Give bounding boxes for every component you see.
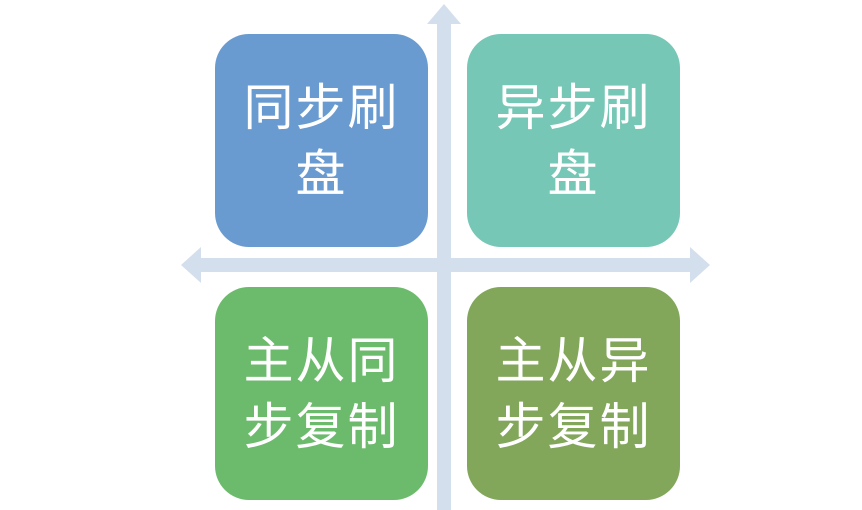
quadrant-label: 主从同步复制 (243, 331, 400, 456)
arrow-left-icon (181, 247, 201, 283)
quadrant-master-slave-sync-replication: 主从同步复制 (215, 287, 428, 500)
horizontal-axis (181, 247, 710, 283)
quadrant-label: 同步刷盘 (243, 78, 400, 203)
quadrant-sync-flush: 同步刷盘 (215, 34, 428, 247)
arrow-right-icon (690, 247, 710, 283)
quadrant-label: 异步刷盘 (495, 78, 652, 203)
vertical-axis (427, 4, 461, 510)
quadrant-label: 主从异步复制 (495, 331, 652, 456)
arrow-up-icon (427, 4, 461, 24)
quadrant-async-flush: 异步刷盘 (467, 34, 680, 247)
quadrant-master-slave-async-replication: 主从异步复制 (467, 287, 680, 500)
